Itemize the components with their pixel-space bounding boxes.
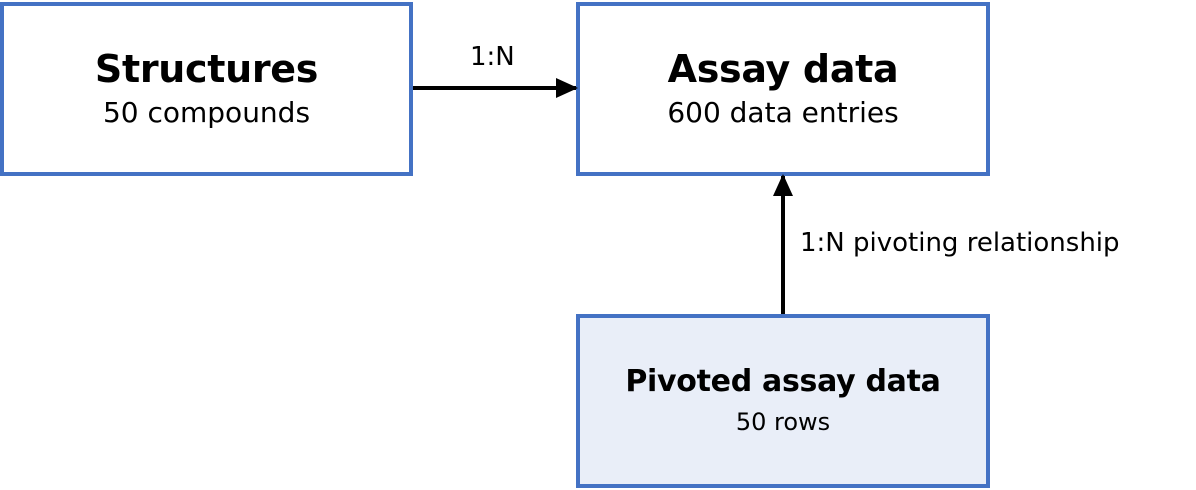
pivoted-assay-data-title: Pivoted assay data [625, 363, 941, 399]
structures-title: Structures [94, 46, 319, 91]
edge-label-1-n: 1:N [470, 42, 515, 72]
structures-node: Structures 50 compounds [0, 2, 413, 176]
assay-data-subtitle: 600 data entries [667, 96, 899, 130]
edge-label-pivoting-relationship: 1:N pivoting relationship [800, 228, 1120, 258]
assay-data-node: Assay data 600 data entries [576, 2, 990, 176]
structures-subtitle: 50 compounds [102, 96, 311, 130]
pivoted-assay-data-node: Pivoted assay data 50 rows [576, 314, 990, 488]
pivoted-assay-data-subtitle: 50 rows [735, 408, 831, 437]
assay-data-title: Assay data [667, 46, 899, 91]
